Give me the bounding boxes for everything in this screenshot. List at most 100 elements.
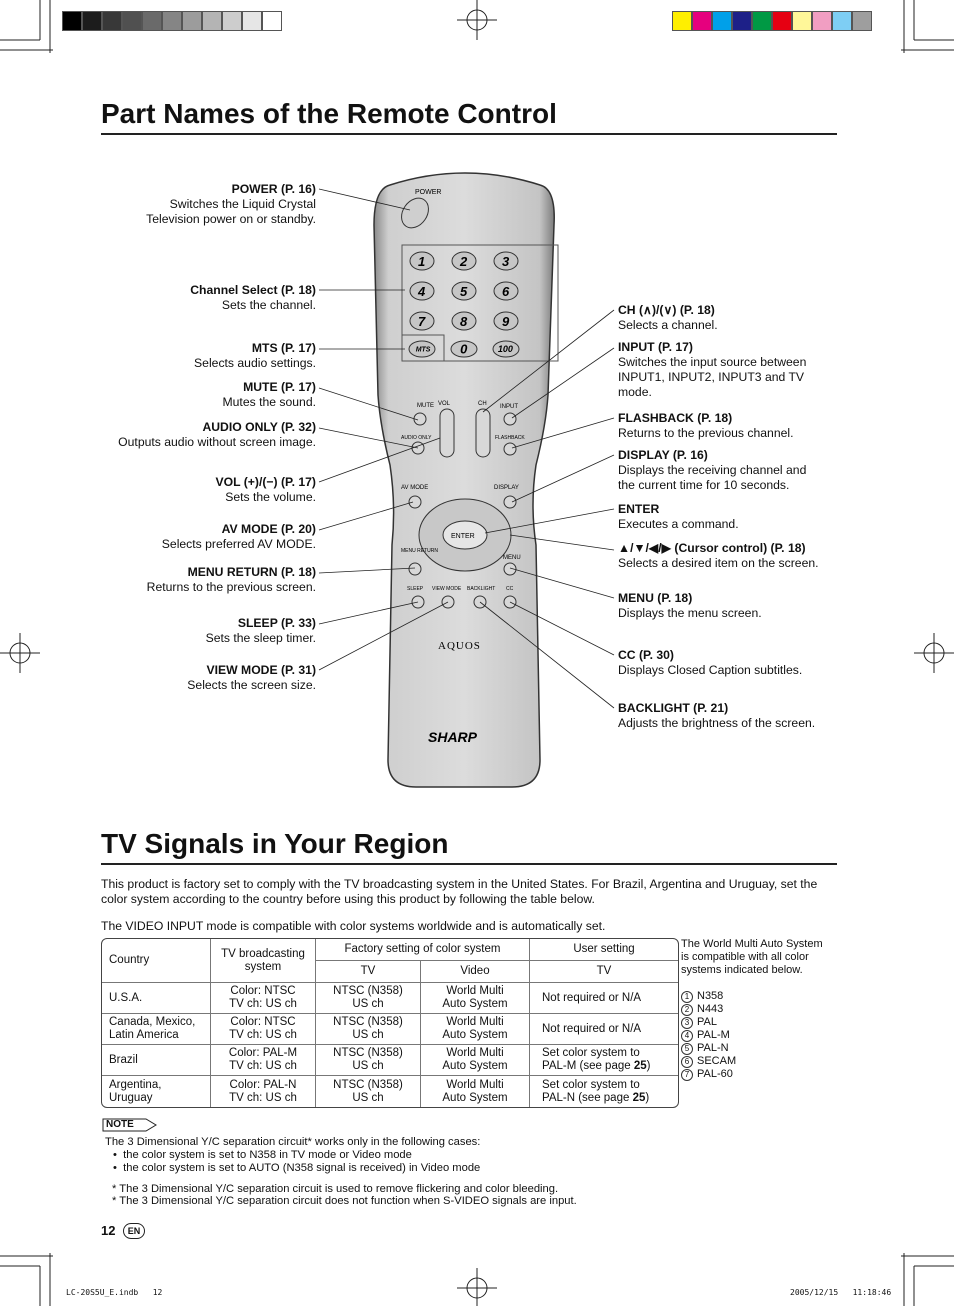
digit-key-label: 5 — [460, 284, 468, 299]
key — [492, 340, 520, 358]
svg-text:AUDIO ONLY: AUDIO ONLY — [401, 435, 432, 441]
header-factory-setting: Factory setting of color system — [316, 939, 530, 961]
svg-text:VIEW MODE: VIEW MODE — [432, 586, 462, 592]
digit-key — [409, 251, 435, 271]
digit-key-label: 8 — [460, 314, 468, 329]
key-label: 0 — [460, 342, 468, 357]
gray-swatch — [122, 11, 142, 31]
color-swatch — [692, 11, 712, 31]
section-rule — [101, 133, 837, 135]
gray-swatch — [202, 11, 222, 31]
gray-swatch — [82, 11, 102, 31]
gray-swatch — [182, 11, 202, 31]
svg-text:ENTER: ENTER — [451, 533, 475, 540]
color-swatch — [712, 11, 732, 31]
color-swatch — [672, 11, 692, 31]
svg-text:AQUOS: AQUOS — [438, 640, 481, 652]
svg-text:MENU RETURN: MENU RETURN — [401, 548, 438, 554]
svg-text:FLASHBACK: FLASHBACK — [495, 435, 525, 441]
key — [450, 340, 478, 358]
header-country: Country — [102, 939, 211, 983]
header-user-setting: User setting — [530, 939, 678, 961]
footer-timestamp: 2005/12/15 11:18:46 — [790, 1288, 892, 1297]
svg-text:CH: CH — [478, 401, 487, 407]
video-input-text: The VIDEO INPUT mode is compatible with … — [101, 919, 606, 933]
svg-text:DISPLAY: DISPLAY — [494, 485, 519, 491]
label-channel-select: Channel Select (P. 18)Sets the channel. — [190, 283, 316, 312]
key — [408, 340, 436, 358]
digit-key — [451, 311, 477, 331]
section-rule — [101, 863, 837, 865]
label-audio-only: AUDIO ONLY (P. 32)Outputs audio without … — [118, 420, 316, 449]
svg-text:AV MODE: AV MODE — [401, 485, 428, 491]
digit-key-label: 9 — [502, 314, 510, 329]
header-tv: TV — [316, 961, 421, 983]
digit-key — [451, 281, 477, 301]
page-number: 12 — [101, 1223, 116, 1238]
gray-swatch — [222, 11, 242, 31]
gray-swatch — [162, 11, 182, 31]
digit-key-label: 4 — [417, 284, 426, 299]
label-menu-return: MENU RETURN (P. 18)Returns to the previo… — [146, 565, 316, 594]
digit-key — [409, 311, 435, 331]
digit-key-label: 1 — [418, 254, 425, 269]
digit-key-label: 2 — [459, 254, 468, 269]
label-flashback: FLASHBACK (P. 18)Returns to the previous… — [618, 411, 794, 440]
label-display: DISPLAY (P. 16)Displays the receiving ch… — [618, 448, 807, 492]
intro-paragraph: This product is factory set to comply wi… — [101, 877, 818, 906]
digit-key-label: 6 — [502, 284, 510, 299]
key-label: MTS — [416, 346, 431, 353]
svg-text:SHARP: SHARP — [428, 729, 478, 745]
note-intro: The 3 Dimensional Y/C separation circuit… — [105, 1136, 481, 1148]
label-mts: MTS (P. 17)Selects audio settings. — [194, 341, 316, 370]
label-power: POWER (P. 16)Switches the Liquid Crystal… — [146, 182, 316, 226]
footer-file: LC-20S5U_E.indb 12 — [66, 1288, 163, 1297]
label-ch: CH (∧)/(∨) (P. 18)Selects a channel. — [618, 303, 718, 332]
remote-power-label: POWER — [415, 189, 441, 196]
gray-swatch — [262, 11, 282, 31]
digit-key — [493, 311, 519, 331]
gray-swatch — [102, 11, 122, 31]
label-backlight: BACKLIGHT (P. 21)Adjusts the brightness … — [618, 701, 816, 730]
label-cursor-control: ▲/▼/◀/▶ (Cursor control) (P. 18)Selects … — [618, 541, 819, 570]
svg-text:MUTE: MUTE — [417, 403, 434, 409]
digit-key — [493, 281, 519, 301]
digit-key-label: 7 — [418, 314, 426, 329]
label-input: INPUT (P. 17)Switches the input source b… — [618, 340, 807, 399]
note-bullet: • the color system is set to N358 in TV … — [113, 1149, 412, 1161]
label-cc: CC (P. 30)Displays Closed Caption subtit… — [618, 648, 803, 677]
label-vol: VOL (+)/(−) (P. 17)Sets the volume. — [215, 475, 316, 504]
header-video: Video — [421, 961, 530, 983]
world-multi-note: The World Multi Auto System is compatibl… — [681, 938, 841, 1081]
table-row: Canada, Mexico,Latin America Color: NTSC… — [102, 1014, 678, 1045]
svg-text:CC: CC — [506, 586, 514, 592]
language-badge: EN — [123, 1223, 145, 1239]
header-tv-user: TV — [530, 961, 678, 983]
digit-key — [409, 281, 435, 301]
section-title-remote: Part Names of the Remote Control — [101, 98, 557, 129]
digit-key — [493, 251, 519, 271]
color-swatch — [792, 11, 812, 31]
color-swatch — [852, 11, 872, 31]
label-menu: MENU (P. 18)Displays the menu screen. — [618, 591, 762, 620]
note-footnote: * The 3 Dimensional Y/C separation circu… — [112, 1195, 577, 1207]
color-swatch — [812, 11, 832, 31]
svg-text:MENU: MENU — [503, 555, 521, 561]
color-swatch — [832, 11, 852, 31]
svg-text:INPUT: INPUT — [500, 404, 518, 410]
